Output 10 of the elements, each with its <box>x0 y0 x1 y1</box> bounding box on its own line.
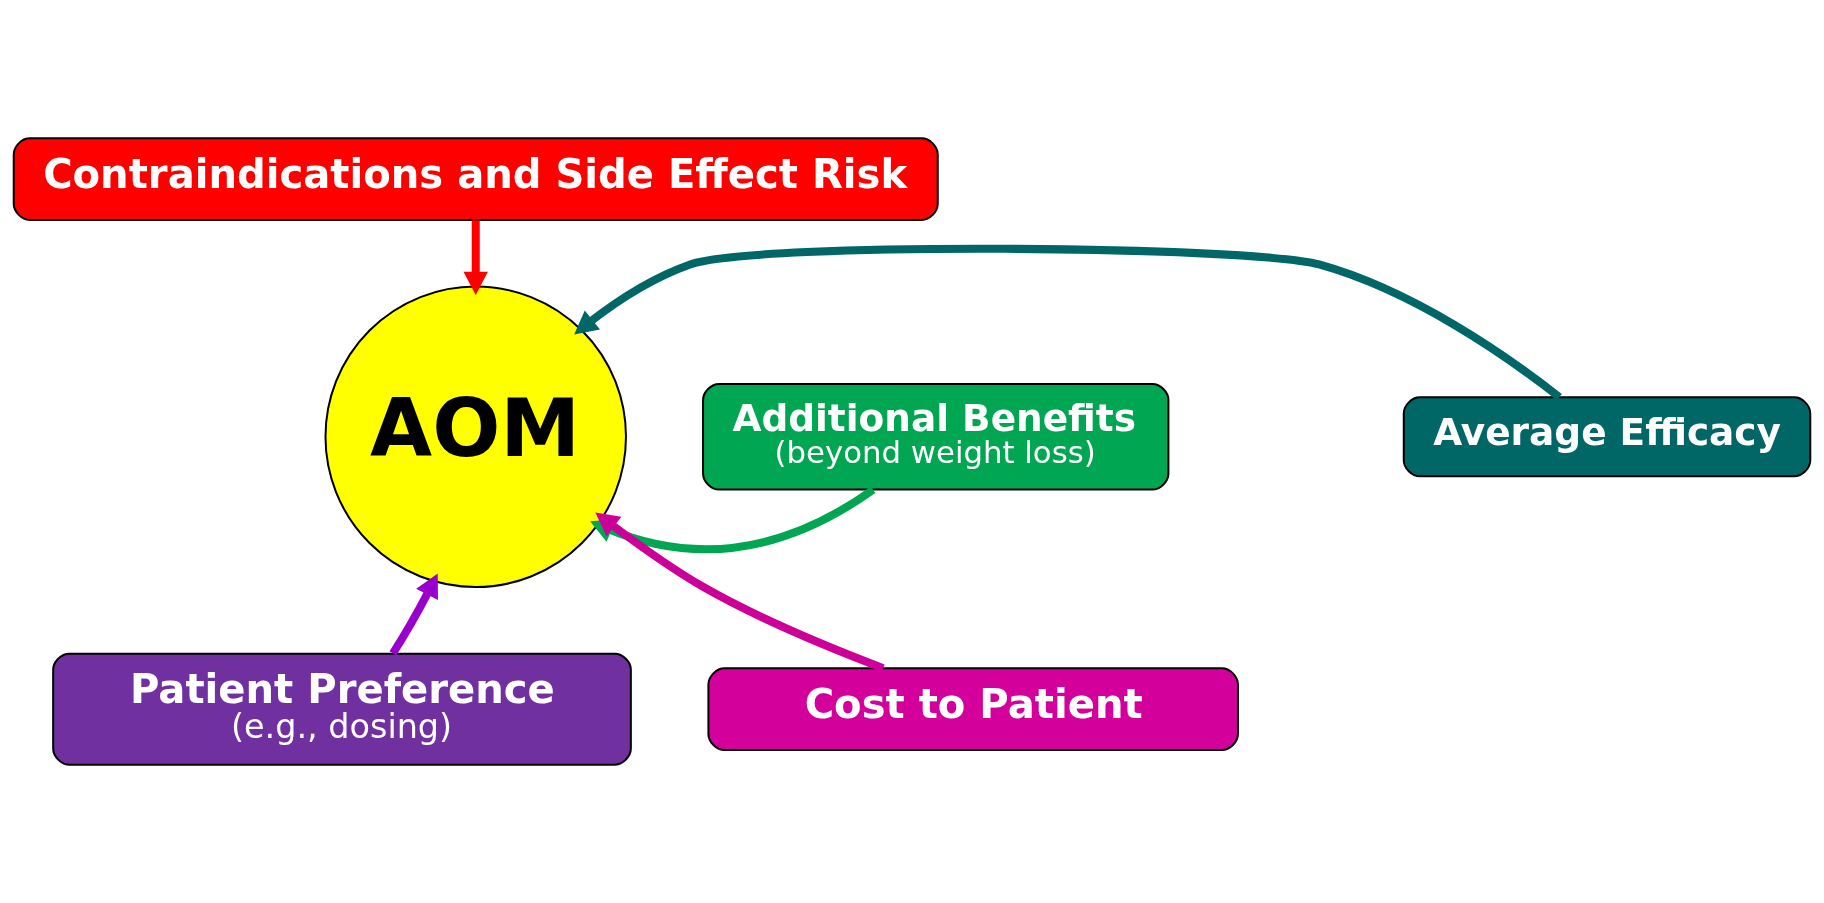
node-box: Average Efficacy <box>1402 396 1812 478</box>
node-box: Contraindications and Side Effect Risk <box>12 137 939 221</box>
node-box: Additional Benefits (beyond weight loss) <box>702 382 1170 491</box>
node-box: Cost to Patient <box>707 667 1239 751</box>
arrow <box>595 512 885 672</box>
node-box: Patient Preference (e.g., dosing) <box>52 652 632 766</box>
arrow <box>389 573 438 656</box>
arrow <box>463 220 488 295</box>
arrow <box>574 244 1562 401</box>
node-circle: AOM <box>324 285 627 589</box>
